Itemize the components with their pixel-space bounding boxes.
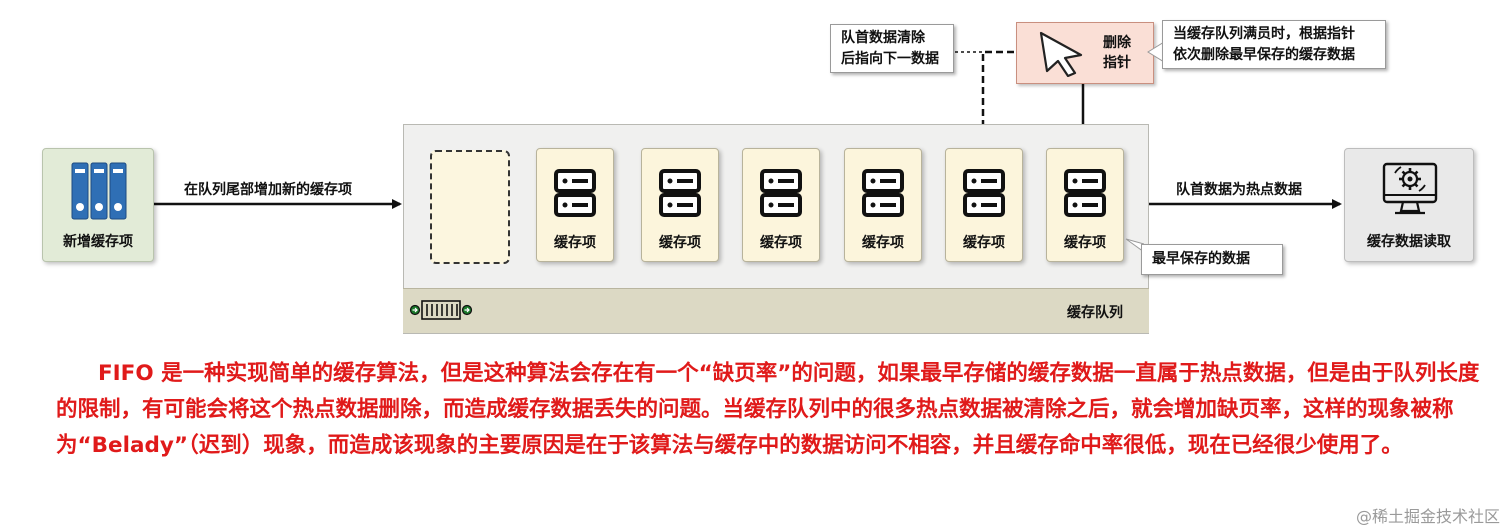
conveyor-icon [409, 300, 473, 320]
callout-queue-full: 当缓存队列满员时，根据指针 依次删除最早保存的缓存数据 [1162, 20, 1386, 69]
server-icon [659, 169, 701, 217]
cache-item-label: 缓存项 [659, 235, 701, 251]
binders-icon [71, 162, 127, 220]
watermark: @稀土掘金技术社区 [1355, 507, 1500, 526]
server-icon [760, 169, 802, 217]
queue-label: 缓存队列 [1067, 305, 1123, 321]
cursor-icon [1039, 31, 1083, 77]
cache-item-label: 缓存项 [862, 235, 904, 251]
cache-item-label: 缓存项 [760, 235, 802, 251]
cache-item: 缓存项 [742, 148, 820, 262]
pointer-label: 删除 指针 [1103, 35, 1131, 71]
cache-item-head: 缓存项 [1046, 148, 1124, 262]
monitor-gear-icon [1382, 162, 1438, 215]
hot-data-label: 队首数据为热点数据 [1176, 182, 1302, 198]
callout-earliest-data: 最早保存的数据 [1141, 244, 1283, 275]
cache-item-label: 缓存项 [1064, 235, 1106, 251]
empty-queue-slot [430, 150, 510, 264]
callout-right-tail [1147, 41, 1164, 63]
reader-label: 缓存数据读取 [1367, 234, 1451, 250]
server-icon [1064, 169, 1106, 217]
cache-item-label: 缓存项 [554, 235, 596, 251]
cache-queue-bar: 缓存队列 [403, 288, 1149, 333]
new-item-label: 新增缓存项 [63, 234, 133, 250]
cache-item: 缓存项 [844, 148, 922, 262]
server-icon [862, 169, 904, 217]
explanation-paragraph: FIFO 是一种实现简单的缓存算法，但是这种算法会存在有一个“缺页率”的问题，如… [56, 361, 1480, 458]
cache-item: 缓存项 [536, 148, 614, 262]
cache-read-box: 缓存数据读取 [1344, 148, 1474, 262]
add-arrow-label: 在队列尾部增加新的缓存项 [184, 182, 352, 198]
cache-item: 缓存项 [945, 148, 1023, 262]
server-icon [963, 169, 1005, 217]
callout-next-pointer: 队首数据清除 后指向下一数据 [830, 24, 954, 73]
callout-earliest-tail [1125, 238, 1144, 253]
next-pointer-dashed [978, 50, 1014, 147]
server-icon [554, 169, 596, 217]
cache-item-label: 缓存项 [963, 235, 1005, 251]
delete-pointer-box: 删除 指针 [1016, 22, 1154, 84]
new-cache-item-box: 新增缓存项 [42, 148, 154, 262]
cache-item: 缓存项 [641, 148, 719, 262]
